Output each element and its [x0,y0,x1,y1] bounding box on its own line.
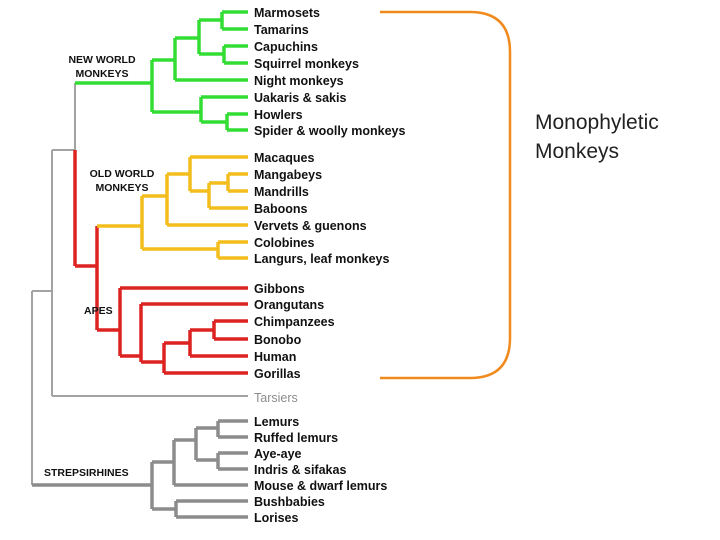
annotation-line1: Monophyletic [535,111,659,134]
label-indris-sifakas: Indris & sifakas [254,463,346,477]
label-human: Human [254,350,296,364]
group-old-world-line2: MONKEYS [95,182,148,194]
label-tamarins: Tamarins [254,23,309,37]
group-new-world-line2: MONKEYS [75,68,128,80]
group-apes: APES [84,305,113,317]
label-bushbabies: Bushbabies [254,495,325,509]
label-vervets-guenons: Vervets & guenons [254,219,367,233]
label-lemurs: Lemurs [254,415,299,429]
new-world-branches [75,10,248,132]
label-gorillas: Gorillas [254,367,301,381]
monophyletic-annotation: Monophyletic Monkeys [535,111,659,163]
old-world-branches [97,155,248,260]
label-mouse-dwarf-lemurs: Mouse & dwarf lemurs [254,479,387,493]
annotation-line2: Monkeys [535,140,619,163]
label-uakaris-sakis: Uakaris & sakis [254,91,346,105]
label-macaques: Macaques [254,151,314,165]
group-old-world-line1: OLD WORLD [90,168,155,180]
group-new-world-line1: NEW WORLD [68,54,135,66]
label-marmosets: Marmosets [254,6,320,20]
label-gibbons: Gibbons [254,282,305,296]
label-squirrel-monkeys: Squirrel monkeys [254,57,359,71]
label-ruffed-lemurs: Ruffed lemurs [254,431,338,445]
apes-branches [73,150,248,375]
label-aye-aye: Aye-aye [254,447,302,461]
taxon-labels: Marmosets Tamarins Capuchins Squirrel mo… [254,6,405,525]
label-bonobo: Bonobo [254,333,302,347]
label-tarsiers: Tarsiers [254,391,298,405]
label-spider-woolly-monkeys: Spider & woolly monkeys [254,124,405,138]
trunk-branches [31,83,248,485]
label-mangabeys: Mangabeys [254,168,322,182]
label-capuchins: Capuchins [254,40,318,54]
group-strepsirhines: STREPSIRHINES [44,467,129,479]
strepsirhine-branches [32,419,248,519]
label-chimpanzees: Chimpanzees [254,315,335,329]
label-orangutans: Orangutans [254,298,324,312]
label-night-monkeys: Night monkeys [254,74,344,88]
label-baboons: Baboons [254,202,308,216]
label-langurs: Langurs, leaf monkeys [254,252,390,266]
label-mandrills: Mandrills [254,185,309,199]
label-lorises: Lorises [254,511,299,525]
label-colobines: Colobines [254,236,314,250]
group-labels: NEW WORLD MONKEYS OLD WORLD MONKEYS APES… [44,54,155,479]
monophyletic-bracket [380,10,512,380]
label-howlers: Howlers [254,108,303,122]
